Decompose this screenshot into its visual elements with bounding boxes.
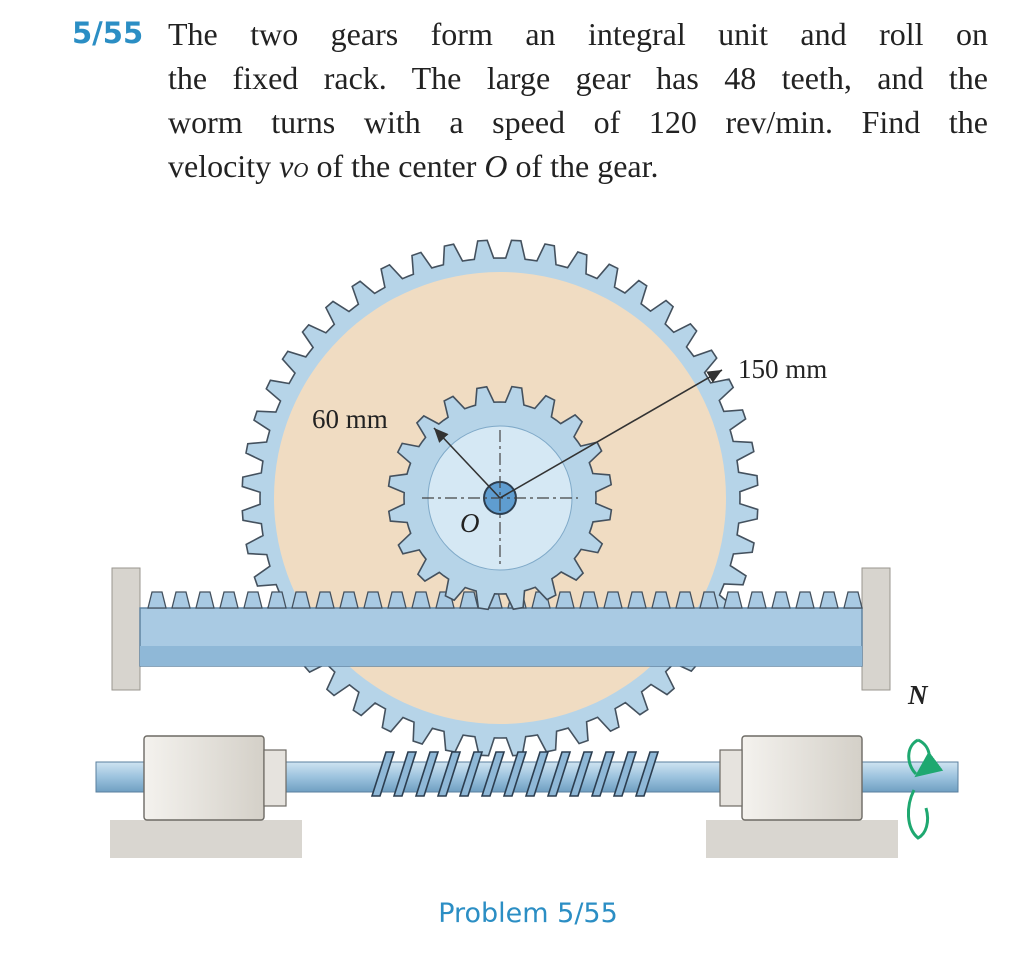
right-bearing-block — [741, 735, 863, 821]
left-bearing-collar — [263, 749, 287, 807]
rack-tooth — [147, 591, 167, 609]
velocity-subscript: O — [293, 158, 309, 182]
problem-statement: The two gears form an integral unit and … — [168, 12, 988, 192]
worm-tooth — [370, 751, 396, 797]
worm-tooth — [568, 751, 594, 797]
rack-tooth — [603, 591, 623, 609]
statement-line-2: the fixed rack. The large gear has 48 te… — [168, 60, 988, 96]
small-radius-label: 60 mm — [312, 404, 388, 434]
worm-tooth — [458, 751, 484, 797]
rack-tooth — [387, 591, 407, 609]
rotation-arrow-upper — [907, 738, 919, 776]
worm-tooth — [414, 751, 440, 797]
right-bearing-base — [706, 820, 898, 858]
figure-caption: Problem 5/55 — [438, 898, 618, 929]
rack-tooth — [747, 591, 767, 609]
rack-tooth — [771, 591, 791, 609]
rack-tooth — [459, 591, 479, 609]
center-label: O — [460, 508, 480, 538]
rack-tooth — [291, 591, 311, 609]
rack-tooth — [195, 591, 215, 609]
worm-tooth — [392, 751, 418, 797]
statement-line-3: worm turns with a speed of 120 rev/min. … — [168, 104, 988, 140]
statement-line-4: velocity vO of the center O of the gear. — [168, 144, 988, 192]
worm-tooth — [502, 751, 528, 797]
speed-label: N — [907, 680, 929, 710]
rack-tooth — [243, 591, 263, 609]
center-symbol: O — [484, 148, 508, 184]
rack-shade — [140, 646, 862, 666]
rack-tooth — [795, 591, 815, 609]
worm-tooth — [634, 751, 660, 797]
large-radius-arrow — [499, 369, 723, 499]
rack-tooth — [315, 591, 335, 609]
worm-tooth — [436, 751, 462, 797]
rack-tooth — [579, 591, 599, 609]
rack-tooth — [363, 591, 383, 609]
rack-tooth — [555, 591, 575, 609]
worm-thread — [370, 751, 660, 797]
statement-text: velocity — [168, 148, 280, 184]
rotation-arrow-lower — [907, 789, 930, 840]
rack-tooth — [651, 591, 671, 609]
rack-tooth — [267, 591, 287, 609]
right-bearing-collar — [719, 749, 743, 807]
velocity-symbol: v — [279, 148, 294, 184]
left-bearing-block — [143, 735, 265, 821]
rotation-arrow-head — [914, 738, 944, 778]
rack-tooth — [699, 591, 719, 609]
worm-tooth — [480, 751, 506, 797]
left-bearing-base — [110, 820, 302, 858]
problem-number: 5/55 — [72, 16, 144, 50]
statement-text: of the center — [308, 148, 485, 184]
statement-line-1: The two gears form an integral unit and … — [168, 16, 988, 52]
rack-tooth — [171, 591, 191, 609]
small-radius-arrow — [433, 427, 501, 499]
large-radius-label: 150 mm — [738, 354, 827, 384]
rack-tooth — [411, 591, 431, 609]
worm-tooth — [546, 751, 572, 797]
statement-text: of the gear. — [507, 148, 659, 184]
rack-tooth — [675, 591, 695, 609]
rack-tooth — [627, 591, 647, 609]
worm-tooth — [524, 751, 550, 797]
left-wall-post — [111, 567, 141, 691]
fixed-rack — [139, 591, 863, 667]
right-wall-post — [861, 567, 891, 691]
rack-tooth — [723, 591, 743, 609]
rack-tooth — [843, 591, 863, 609]
rack-tooth — [819, 591, 839, 609]
worm-tooth — [590, 751, 616, 797]
rack-tooth — [219, 591, 239, 609]
worm-tooth — [612, 751, 638, 797]
rack-tooth — [339, 591, 359, 609]
